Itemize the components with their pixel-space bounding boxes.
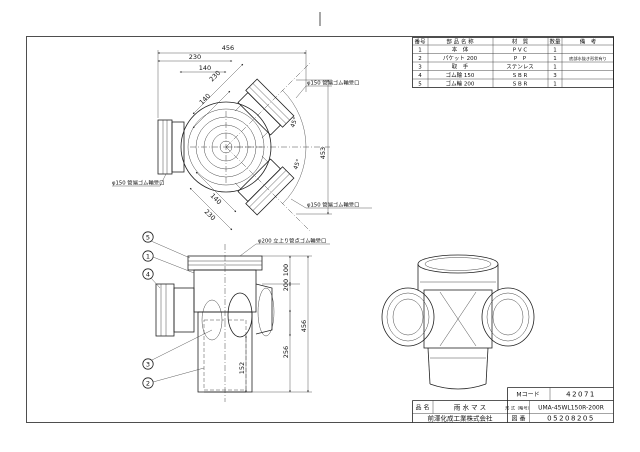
dimension-label: 100 (282, 264, 290, 276)
dimension-label: 140 (199, 64, 211, 72)
cell-name: 取 手 (452, 63, 469, 71)
cell-no: 3 (418, 65, 422, 71)
cell-material: S B R (513, 82, 528, 88)
svg-text:4: 4 (146, 270, 150, 278)
cell-qty: 3 (553, 73, 557, 79)
dimension-label: 230 (189, 53, 201, 61)
dimension-label: 230 (203, 208, 217, 222)
svg-text:2: 2 (146, 379, 150, 387)
dimension-label: 200 (282, 279, 290, 291)
table-header-remarks: 備 考 (580, 37, 597, 45)
callout-label: φ150 管端ゴム輪受口 (307, 201, 359, 209)
angle-label: 45° (289, 116, 299, 128)
company-name: 前澤化成工業株式会社 (428, 414, 494, 423)
cell-qty: 1 (553, 56, 557, 62)
cell-qty: 1 (553, 48, 557, 54)
cell-material: ステンレス (506, 64, 534, 71)
cell-name: パケット 200 (443, 55, 478, 62)
angle-label: 45° (292, 158, 302, 170)
dimension-label: 456 (222, 44, 234, 52)
svg-text:3: 3 (146, 360, 150, 368)
title-block: Mコード 42071 品 名 雨 水 マ ス 形 式（略号） UMA-45WL1… (412, 387, 614, 423)
model-value: UMA-45WL150R-200R (538, 405, 604, 412)
table-header-no: 番号 (414, 38, 426, 45)
cell-qty: 1 (553, 65, 557, 71)
table-row: 1 本 体 P V C 1 (418, 46, 557, 54)
svg-text:1: 1 (146, 252, 150, 260)
drawing-border (26, 36, 614, 423)
drawing-number-label: 図 番 (512, 416, 526, 423)
part-balloon: 1 (142, 250, 195, 274)
product-name-label: 品 名 (416, 404, 430, 412)
table-row: 4 ゴム輪 150 S B R 3 (418, 71, 557, 79)
callout-label: φ150 管端ゴム輪受口 (307, 79, 359, 87)
cell-name: ゴム輪 150 (446, 71, 475, 79)
parts-table: 番号 部 品 名 称 材 質 数量 備 考 1 本 体 P V C 1 2 パケ… (412, 37, 614, 88)
table-row: 2 パケット 200 P P 1 底部水抜き形状有り (418, 55, 607, 62)
part-balloon: 5 (142, 231, 191, 259)
cell-name: ゴム輪 200 (446, 80, 475, 88)
plan-view: 45° 45° 456 230 140 230 140 140 230 453 … (112, 44, 372, 232)
product-name: 雨 水 マ ス (454, 403, 486, 412)
cell-material: P P (514, 56, 527, 62)
table-row: 5 ゴム輪 200 S B R 1 (418, 80, 557, 88)
cell-no: 5 (418, 82, 422, 88)
callout-label: φ150 管端ゴム輪受口 (112, 179, 164, 187)
part-balloon: 3 (142, 329, 213, 370)
cell-qty: 1 (553, 82, 557, 88)
cell-name: 本 体 (452, 46, 469, 54)
table-header-qty: 数量 (549, 37, 561, 45)
dimension-label: 453 (319, 147, 327, 159)
cell-no: 1 (418, 48, 422, 54)
part-balloon: 2 (142, 367, 205, 389)
table-row: 3 取 手 ステンレス 1 (418, 63, 557, 71)
cell-material: S B R (513, 73, 528, 79)
dimension-label: 456 (300, 320, 308, 332)
table-header-name: 部 品 名 称 (446, 37, 474, 45)
dimension-label: 140 (198, 92, 212, 106)
cell-remarks: 底部水抜き形状有り (569, 55, 607, 62)
code-label: Mコード (516, 392, 539, 399)
dimension-label: 152 (238, 362, 246, 374)
drawing-number: 05208205 (547, 415, 595, 423)
dimension-label: 140 (209, 192, 223, 206)
cell-no: 4 (418, 73, 422, 79)
cell-material: P V C (513, 48, 528, 54)
table-header-material: 材 質 (512, 37, 529, 45)
code-value: 42071 (566, 391, 596, 399)
isometric-view (381, 254, 535, 390)
front-view: 100 200 456 256 152 φ200 立上り管点ゴム輪受口 5 1 … (142, 231, 330, 402)
dimension-label: 256 (282, 346, 290, 358)
cell-no: 2 (418, 56, 422, 62)
callout-label: φ200 立上り管点ゴム輪受口 (258, 237, 326, 245)
part-balloon: 4 (142, 268, 161, 289)
model-label: 形 式（略号） (505, 405, 531, 412)
svg-text:5: 5 (146, 233, 150, 241)
